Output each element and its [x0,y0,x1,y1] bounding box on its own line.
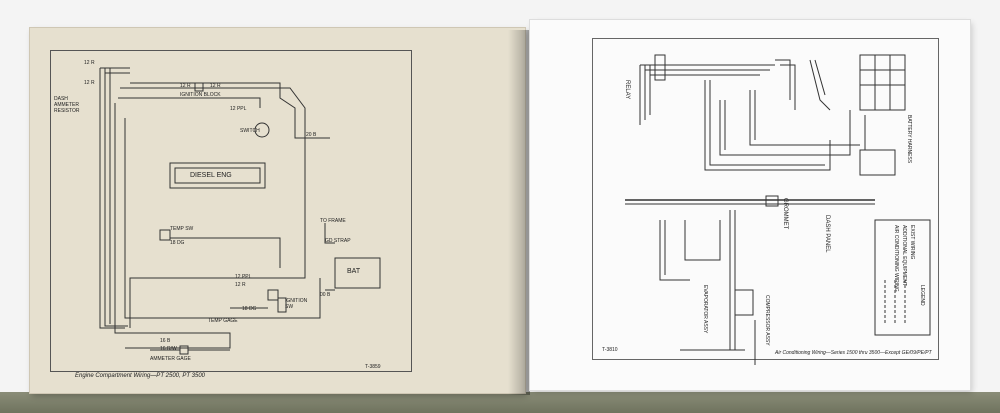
label-20b: 20 B [306,132,317,138]
label-ammeter-gage: AMMETER GAGE [150,356,191,362]
label-12ppl: 12 PPL [230,106,247,112]
label-dash-panel: DASH PANEL [824,215,830,253]
label-temp-sw: TEMP SW [170,226,194,232]
book-spine-shadow [508,30,530,395]
left-page: DASH AMMETER RESISTOR 12 R 12 R 12 R 12 … [30,28,525,393]
label-battery-harness: BATTERY HARNESS [906,115,912,164]
label-compressor-assy: COMPRESSOR ASSY [764,295,770,346]
right-figure-number: T-3810 [602,347,618,353]
left-figure-number: T-3859 [365,364,381,370]
label-12r-lower: 12 R [235,282,246,288]
label-ignition-sw: IGNITION SW [285,298,308,310]
left-caption: Engine Compartment Wiring—PT 2500, PT 35… [75,373,206,379]
label-12r-a: 12 R [180,83,191,89]
label-12r-2: 12 R [84,80,95,86]
label-diesel-eng: DIESEL ENG [190,172,232,179]
label-16b: 16 B [160,338,171,344]
left-wiring-diagram [99,67,381,355]
right-caption: Air Conditioning Wiring—Series 1500 thru… [775,350,932,356]
label-bat: BAT [347,268,361,275]
label-18dg-lower: 18 DG [242,306,257,312]
desk-strip [0,392,1000,413]
legend-title: LEGEND [919,285,925,306]
label-evaporator-assy: EVAPORATOR ASSY [702,285,708,334]
label-dash-ammeter-resistor: DASH AMMETER RESISTOR [54,96,80,114]
label-00b: 00 B [320,292,331,298]
right-page: RELAY GROMMET DASH PANEL EVAPORATOR ASSY… [530,20,970,390]
left-diagram-frame [50,50,412,372]
label-12r-b: 12 R [210,83,221,89]
right-wiring-diagram [625,54,931,365]
label-ignition-block: IGNITION BLOCK [180,92,221,98]
legend-item-2: ADDITIONAL EQUIPMENT [901,225,907,286]
legend-item-1: EXIST WIRING [909,225,915,260]
label-grommet: GROMMET [782,198,788,230]
label-temp-gage: TEMP GAGE [208,318,238,324]
label-12ppl-lower: 12 PPL [235,274,252,280]
label-to-frame: TO FRAME [320,218,346,224]
label-gd-strap: GD STRAP [325,238,351,244]
label-18dg: 18 DG [170,240,185,246]
label-relay: RELAY [624,80,630,100]
label-12r-top: 12 R [84,60,95,66]
right-diagram-frame [592,38,939,360]
label-switch: SWITCH [240,128,260,134]
label-16rw: 16 R/W [160,346,177,352]
legend-item-3: AIR CONDITIONING WIRING [893,225,899,292]
